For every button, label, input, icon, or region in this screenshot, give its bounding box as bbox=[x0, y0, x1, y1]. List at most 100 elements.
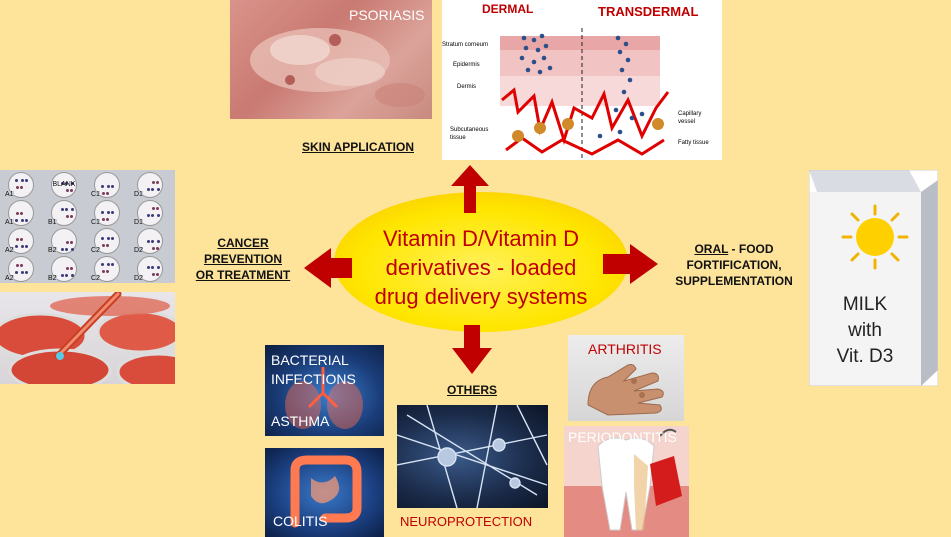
well-speck bbox=[61, 248, 64, 251]
well-label: D2 bbox=[134, 247, 143, 254]
lungs-graphic bbox=[285, 367, 363, 429]
fatty-label: Fatty tissue bbox=[678, 140, 709, 146]
petri-dishes-graphic bbox=[0, 292, 175, 384]
subcutaneous-label-line-1: Subcutaneous bbox=[450, 127, 489, 133]
cancer-label: CANCER PREVENTION OR TREATMENT bbox=[188, 235, 298, 283]
colon-image: COLITIS bbox=[265, 448, 384, 537]
well-speck bbox=[111, 185, 114, 188]
well-speck bbox=[147, 188, 150, 191]
cancer-label-line-2: PREVENTION bbox=[203, 252, 282, 266]
milk-carton-graphic bbox=[808, 169, 939, 387]
lungs-image: BACTERIAL INFECTIONS ASTHMA bbox=[265, 345, 384, 436]
well-speck bbox=[20, 238, 23, 241]
well-label: C1 bbox=[91, 191, 100, 198]
well-speck bbox=[152, 247, 155, 250]
oral-label: ORAL - FOOD FORTIFICATION, SUPPLEMENTATI… bbox=[666, 241, 802, 289]
stratum-label: Stratum corneum bbox=[442, 42, 489, 48]
sun-icon bbox=[841, 204, 909, 270]
well-speck bbox=[107, 237, 110, 240]
oral-label-underlined: ORAL bbox=[694, 242, 729, 256]
well-label: A2 bbox=[5, 275, 14, 282]
well-speck bbox=[70, 241, 73, 244]
milk-carton-image: MILK with Vit. D3 bbox=[808, 169, 939, 387]
well-speck bbox=[25, 245, 28, 248]
well-speck bbox=[101, 237, 104, 240]
bacterial-label-line-1: BACTERIAL bbox=[271, 352, 349, 368]
well-speck bbox=[70, 215, 73, 218]
arrow-down bbox=[452, 325, 492, 374]
well-label: B2 bbox=[48, 275, 57, 282]
well-speck bbox=[111, 263, 114, 266]
well-speck bbox=[16, 238, 19, 241]
well-speck bbox=[157, 266, 160, 269]
well-speck bbox=[16, 212, 19, 215]
asthma-label: ASTHMA bbox=[271, 413, 330, 429]
well-label: A1 bbox=[5, 191, 14, 198]
well: D2 bbox=[134, 256, 163, 282]
arrow-up bbox=[451, 165, 489, 213]
capillary-label-line-1: Capillary bbox=[678, 111, 702, 117]
epidermis-label: Epidermis bbox=[453, 62, 480, 68]
well-speck bbox=[15, 179, 18, 182]
well-speck bbox=[65, 274, 68, 277]
well-speck bbox=[61, 274, 64, 277]
milk-label-line-2: with bbox=[848, 320, 882, 341]
well-speck bbox=[25, 271, 28, 274]
oral-label-line-3: SUPPLEMENTATION bbox=[675, 274, 793, 288]
bacterial-label: BACTERIAL INFECTIONS bbox=[271, 351, 356, 389]
well-speck bbox=[65, 182, 68, 185]
capillary-label: Capillary vessel bbox=[678, 110, 701, 126]
periodontitis-label: PERIODONTITIS bbox=[568, 429, 677, 445]
well-speck bbox=[152, 181, 155, 184]
well-speck bbox=[147, 214, 150, 217]
cancer-label-line-3: OR TREATMENT bbox=[195, 268, 291, 282]
well-speck bbox=[15, 245, 18, 248]
skin-diagram: DERMAL TRANSDERMAL Stratum corneum Epide… bbox=[442, 0, 722, 160]
well-speck bbox=[61, 182, 64, 185]
others-label: OTHERS bbox=[446, 383, 497, 397]
well: D1 bbox=[134, 200, 163, 226]
well-speck bbox=[101, 185, 104, 188]
well-label: D2 bbox=[134, 275, 143, 282]
well: B1 bbox=[48, 200, 77, 226]
colon-graphic bbox=[290, 455, 362, 528]
bacterial-label-line-2: INFECTIONS bbox=[271, 371, 356, 387]
well-speck bbox=[16, 264, 19, 267]
well: A1 bbox=[5, 200, 34, 226]
well-label: A2 bbox=[5, 247, 14, 254]
arthritis-image: ARTHRITIS bbox=[568, 335, 684, 421]
well-speck bbox=[102, 192, 105, 195]
neuroprotection-label: NEUROPROTECTION bbox=[400, 514, 533, 529]
arthritis-hand-graphic bbox=[587, 364, 664, 416]
well-speck bbox=[15, 271, 18, 274]
well-speck bbox=[151, 188, 154, 191]
well-speck bbox=[152, 207, 155, 210]
colitis-label: COLITIS bbox=[273, 513, 328, 529]
psoriasis-label: PSORIASIS bbox=[349, 7, 425, 23]
well: B2 bbox=[48, 256, 77, 282]
well-speck bbox=[21, 245, 24, 248]
well-label: C1 bbox=[91, 219, 100, 226]
neurons-image bbox=[397, 405, 548, 508]
well-speck bbox=[156, 273, 159, 276]
milk-label-line-1: MILK bbox=[842, 294, 888, 315]
center-ellipse bbox=[334, 192, 628, 332]
well-speck bbox=[25, 179, 28, 182]
well-speck bbox=[157, 188, 160, 191]
well-speck bbox=[111, 237, 114, 240]
arrow-left bbox=[304, 248, 352, 288]
well-speck bbox=[102, 270, 105, 273]
well-speck bbox=[156, 247, 159, 250]
well-speck bbox=[70, 267, 73, 270]
well-speck bbox=[65, 248, 68, 251]
psoriasis-texture bbox=[250, 28, 425, 107]
well-speck bbox=[21, 179, 24, 182]
well-speck bbox=[156, 207, 159, 210]
subcutaneous-label: Subcutaneous tissue bbox=[450, 126, 488, 142]
well-label: BLANK bbox=[52, 181, 76, 188]
cancer-label-line-1: CANCER bbox=[217, 236, 269, 250]
well-label: C2 bbox=[91, 275, 100, 282]
